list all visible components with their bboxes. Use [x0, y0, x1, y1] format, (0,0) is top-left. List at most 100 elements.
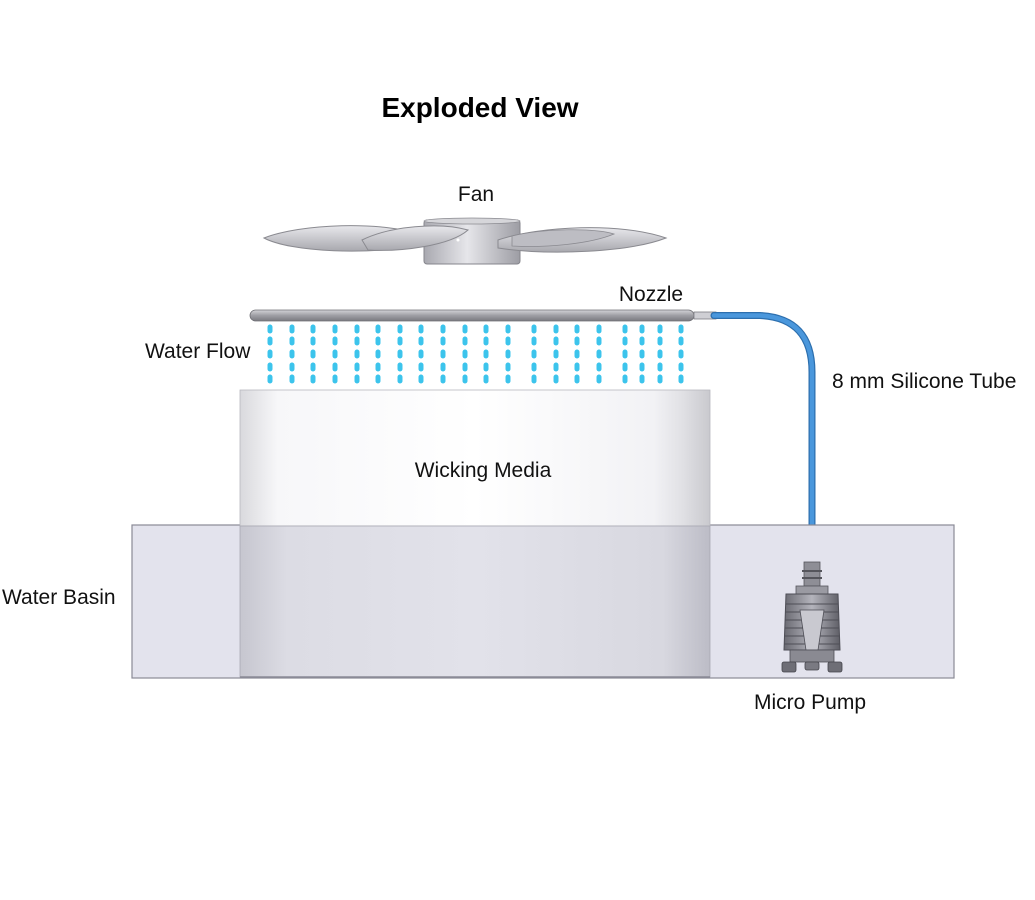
water-droplet [267, 374, 273, 384]
water-droplet [332, 324, 338, 334]
water-droplet [596, 374, 602, 384]
water-basin-label: Water Basin [2, 586, 116, 609]
water-droplet [622, 336, 628, 346]
water-droplet [354, 336, 360, 346]
water-droplet [678, 324, 684, 334]
water-droplet [553, 349, 559, 359]
water-droplet [397, 349, 403, 359]
water-droplet [622, 349, 628, 359]
water-flow-droplets [267, 324, 684, 384]
water-droplet [657, 374, 663, 384]
wicking-media-submerged [239, 525, 711, 678]
water-droplet [462, 349, 468, 359]
water-droplet [596, 324, 602, 334]
water-droplet [678, 336, 684, 346]
water-droplet [622, 324, 628, 334]
water-droplet [462, 336, 468, 346]
water-droplet [639, 362, 645, 372]
water-droplet [574, 374, 580, 384]
water-droplet [678, 349, 684, 359]
fan-label: Fan [458, 183, 494, 206]
micro-pump-label: Micro Pump [754, 691, 866, 714]
water-droplet [375, 362, 381, 372]
water-droplet [678, 374, 684, 384]
wicking-media: Wicking Media [239, 389, 711, 678]
water-droplet [657, 362, 663, 372]
water-droplet [483, 336, 489, 346]
water-droplet [657, 324, 663, 334]
water-droplet [639, 349, 645, 359]
water-droplet [397, 324, 403, 334]
water-droplet [375, 336, 381, 346]
water-droplet [531, 362, 537, 372]
water-droplet [332, 374, 338, 384]
water-droplet [657, 336, 663, 346]
water-droplet [354, 324, 360, 334]
fan-blade-right-fold [511, 229, 616, 247]
wicking-media-label: Wicking Media [415, 459, 552, 482]
water-droplet [332, 336, 338, 346]
water-droplet [553, 374, 559, 384]
water-droplet [531, 349, 537, 359]
water-droplet [354, 362, 360, 372]
water-droplet [505, 374, 511, 384]
water-droplet [622, 374, 628, 384]
water-droplet [553, 336, 559, 346]
water-droplet [310, 324, 316, 334]
water-droplet [418, 324, 424, 334]
water-droplet [440, 336, 446, 346]
water-droplet [639, 336, 645, 346]
water-droplet [505, 362, 511, 372]
water-droplet [596, 336, 602, 346]
water-droplet [418, 336, 424, 346]
water-droplet [553, 324, 559, 334]
water-droplet [418, 362, 424, 372]
nozzle-label: Nozzle [619, 283, 683, 306]
water-droplet [622, 362, 628, 372]
water-droplet [678, 362, 684, 372]
water-droplet [267, 336, 273, 346]
water-droplet [289, 349, 295, 359]
water-droplet [639, 374, 645, 384]
nozzle: Nozzle [249, 283, 717, 322]
water-droplet [267, 324, 273, 334]
water-droplet [310, 349, 316, 359]
water-droplet [505, 324, 511, 334]
nozzle-bar [249, 309, 695, 322]
water-droplet [354, 374, 360, 384]
water-droplet [574, 349, 580, 359]
water-droplet [289, 374, 295, 384]
water-droplet [596, 362, 602, 372]
water-droplet [574, 362, 580, 372]
water-droplet [332, 349, 338, 359]
water-droplet [440, 349, 446, 359]
water-droplet [289, 362, 295, 372]
fan: Fan [262, 183, 668, 265]
water-droplet [354, 349, 360, 359]
water-droplet [440, 324, 446, 334]
water-droplet [657, 349, 663, 359]
water-droplet [440, 374, 446, 384]
water-droplet [505, 336, 511, 346]
water-droplet [397, 374, 403, 384]
micro-pump: Micro Pump [754, 561, 866, 714]
water-droplet [375, 374, 381, 384]
water-droplet [397, 336, 403, 346]
water-droplet [440, 362, 446, 372]
diagram-title: Exploded View [381, 92, 578, 123]
water-droplet [639, 324, 645, 334]
water-droplet [289, 324, 295, 334]
water-droplet [310, 374, 316, 384]
water-droplet [462, 324, 468, 334]
water-droplet [462, 362, 468, 372]
water-droplet [483, 374, 489, 384]
fan-blade-front-left [361, 225, 470, 251]
water-droplet [574, 336, 580, 346]
water-droplet [483, 324, 489, 334]
water-droplet [418, 349, 424, 359]
tube-label: 8 mm Silicone Tube [832, 370, 1016, 393]
water-droplet [531, 374, 537, 384]
water-droplet [375, 324, 381, 334]
water-droplet [574, 324, 580, 334]
